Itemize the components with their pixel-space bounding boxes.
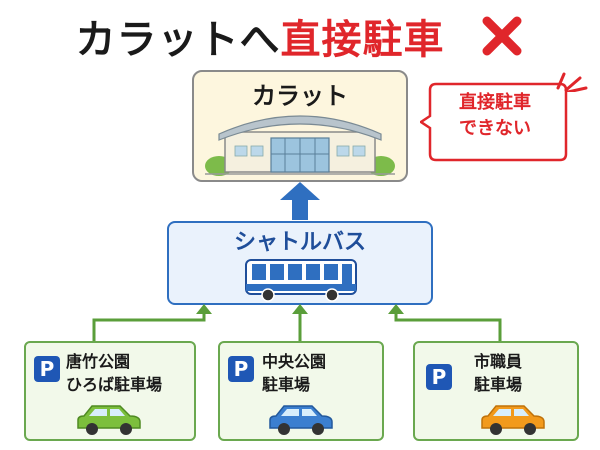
lot-2-line-1: 中央公園 bbox=[262, 352, 327, 371]
car-icon bbox=[481, 405, 545, 435]
car-icon bbox=[77, 405, 141, 435]
lot-2-name: 中央公園 駐車場 bbox=[262, 350, 326, 396]
lot-3-line-2: 駐車場 bbox=[474, 375, 523, 394]
lot-3-line-1: 市職員 bbox=[474, 352, 523, 371]
lot-3-name: 市職員 駐車場 bbox=[474, 350, 522, 396]
lot-1-line-2: ひろば駐車場 bbox=[66, 375, 163, 394]
parking-icon: P bbox=[34, 356, 60, 382]
bus-icon bbox=[245, 259, 357, 302]
car-icon bbox=[269, 405, 333, 435]
cross-mark-icon bbox=[482, 16, 522, 56]
connector-arrows bbox=[92, 304, 502, 344]
shuttle-label: シャトルバス bbox=[233, 230, 366, 255]
lot-2-line-2: 駐車場 bbox=[262, 375, 311, 394]
title-highlight: 直接駐車 bbox=[280, 17, 445, 63]
emphasis-lines-icon bbox=[556, 72, 588, 92]
notice-line-2: できない bbox=[459, 118, 531, 139]
building-icon bbox=[205, 115, 395, 176]
destination-label: カラット bbox=[252, 82, 348, 110]
parking-icon: P bbox=[426, 364, 452, 390]
lot-1-name: 唐竹公園 ひろば駐車場 bbox=[66, 350, 162, 396]
page-title: カラットへ直接駐車 bbox=[0, 8, 520, 64]
title-text: カラットへ bbox=[75, 17, 281, 63]
lot-1-line-1: 唐竹公園 bbox=[66, 352, 131, 371]
notice-text: 直接駐車 できない bbox=[436, 90, 554, 142]
notice-line-1: 直接駐車 bbox=[459, 92, 531, 113]
parking-icon: P bbox=[228, 356, 254, 382]
up-arrow-icon bbox=[280, 182, 320, 220]
notice-bubble bbox=[420, 82, 568, 162]
